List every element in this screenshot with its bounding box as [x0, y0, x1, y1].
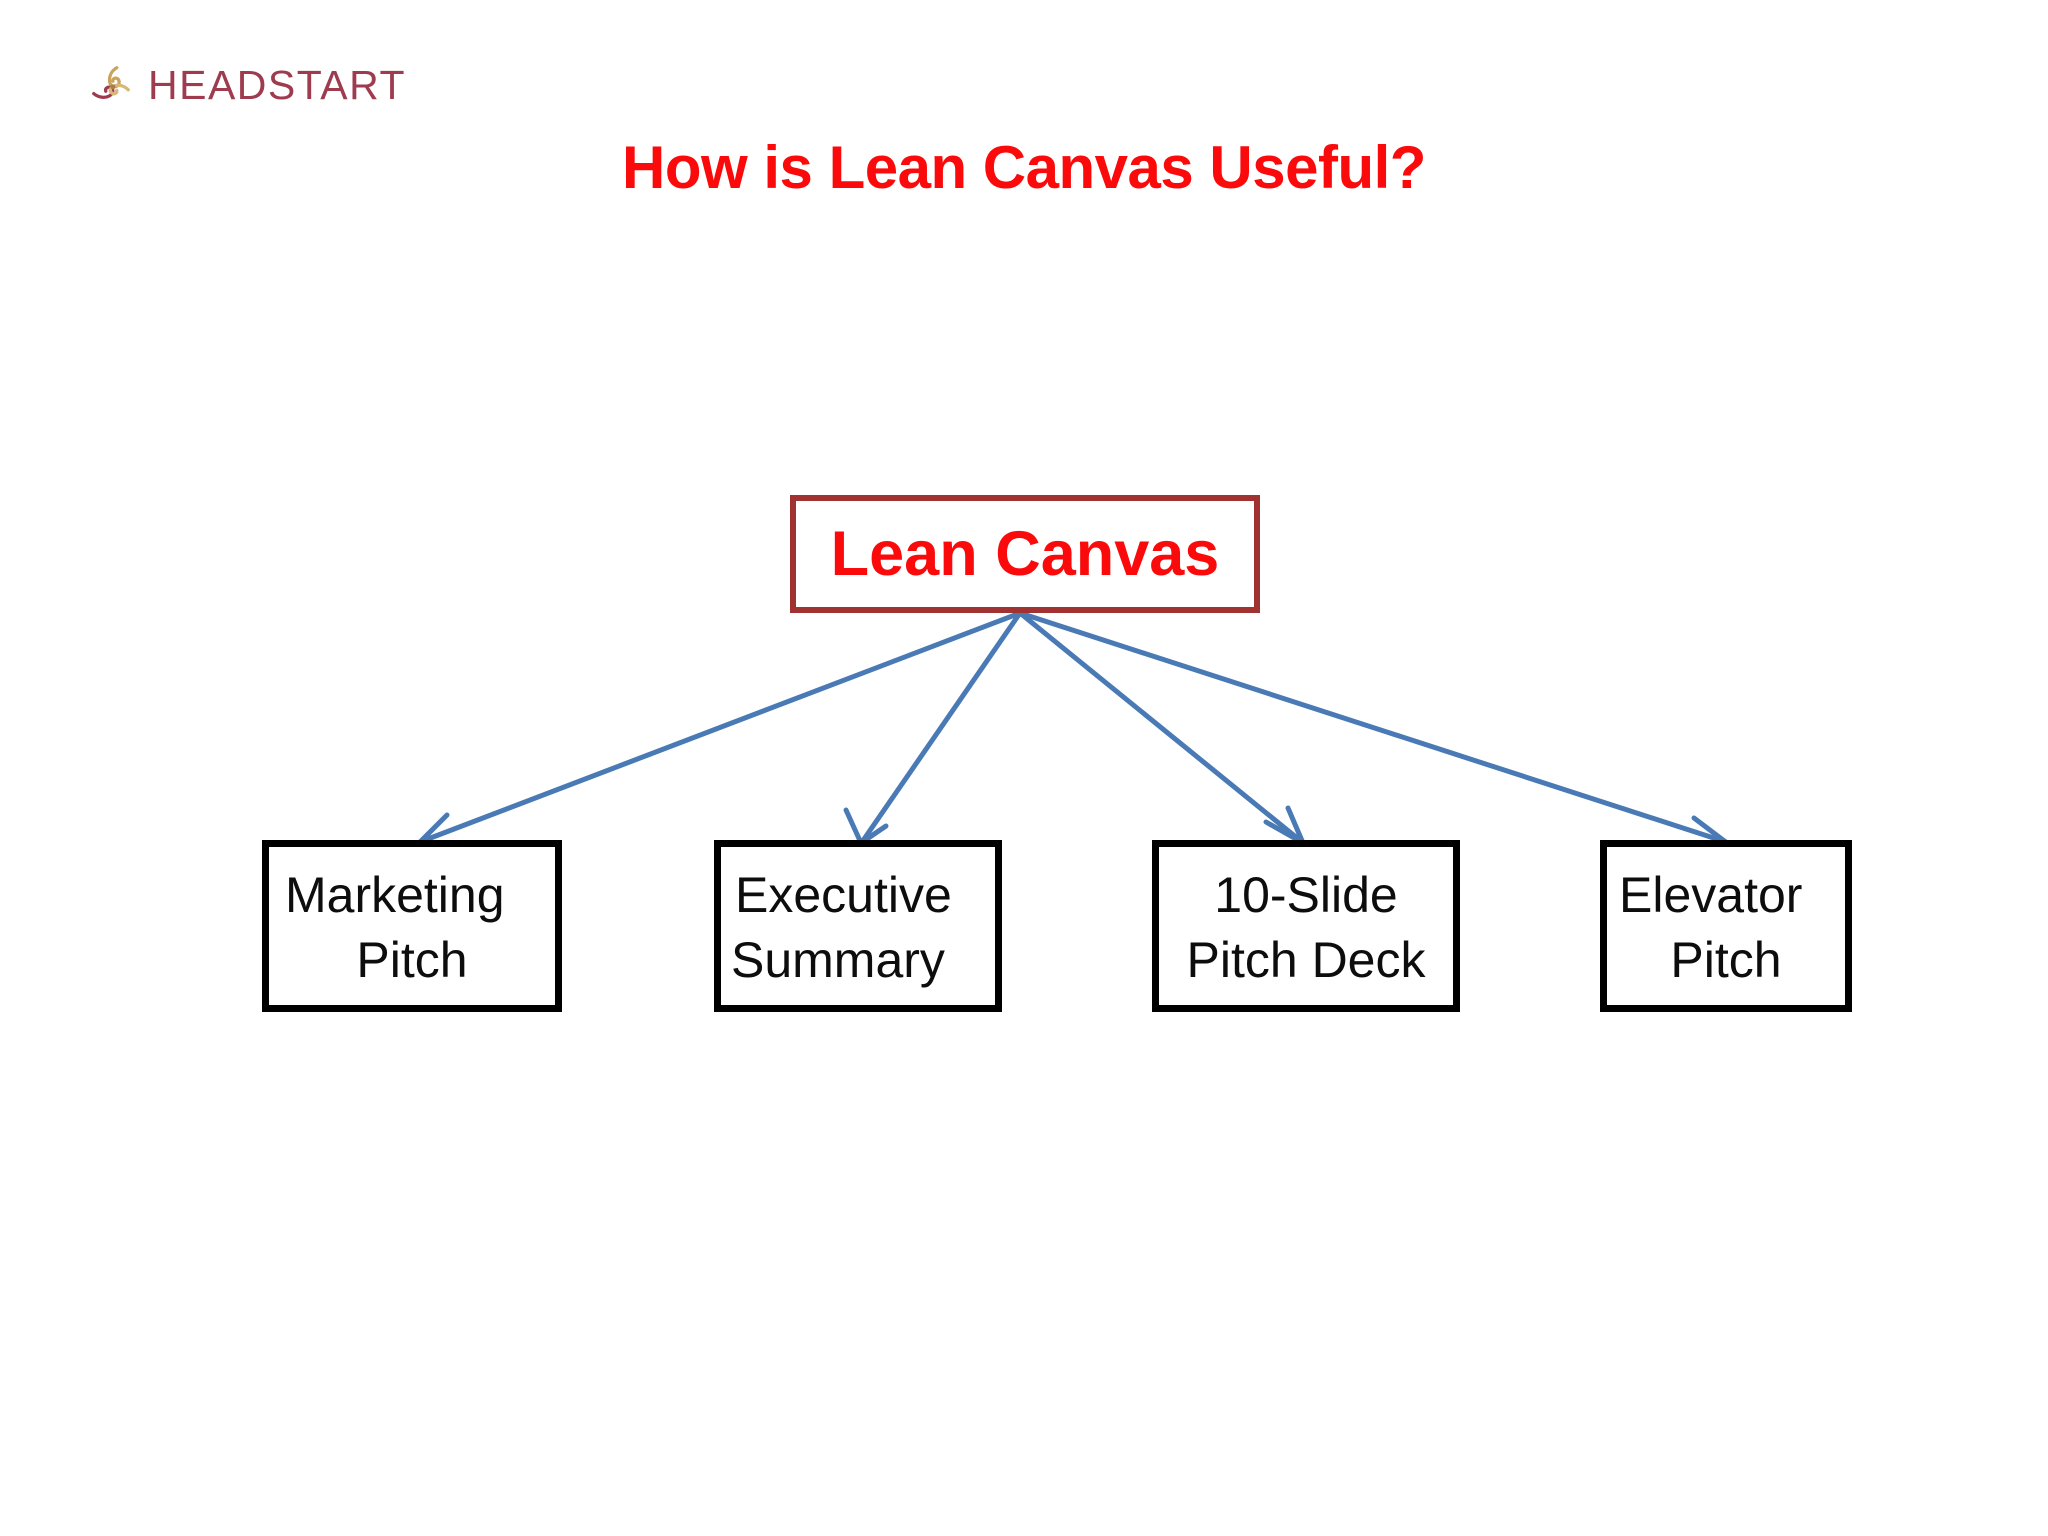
diagram-node-elevator-pitch[interactable]: Elevator Pitch: [1600, 840, 1852, 1012]
diagram-node-lean-canvas[interactable]: Lean Canvas: [790, 495, 1260, 613]
connector-arrow-marketing-pitch: [416, 610, 1023, 854]
diagram-node-label-line2: Pitch: [356, 932, 468, 988]
diagram-node-label: Lean Canvas: [830, 518, 1220, 589]
diagram-node-label-line1: Executive: [735, 867, 952, 923]
headstart-logo-text: HEADSTART: [148, 61, 407, 108]
diagram-node-label-line1: Elevator: [1619, 867, 1803, 923]
diagram-node-label-line1: 10-Slide: [1214, 867, 1398, 923]
diagram-node-label-line2: Pitch Deck: [1186, 932, 1426, 988]
diagram-node-label-line2: Pitch: [1670, 932, 1782, 988]
diagram-node-ten-slide-pitch-deck[interactable]: 10-Slide Pitch Deck: [1152, 840, 1460, 1012]
slide-title: How is Lean Canvas Useful?: [622, 134, 1426, 201]
connector-arrow-executive-summary: [843, 610, 1023, 846]
diagram-node-label-line1: Marketing: [285, 867, 505, 923]
diagram-node-executive-summary[interactable]: Executive Summary: [714, 840, 1002, 1012]
connector-arrow-elevator-pitch: [1017, 610, 1730, 854]
connector-arrow-ten-slide-pitch-deck: [1017, 610, 1306, 846]
diagram-node-label-line2: Summary: [731, 932, 945, 988]
headstart-logo: HEADSTART: [88, 56, 406, 114]
pinwheel-swirl-icon: [92, 66, 130, 99]
diagram-node-marketing-pitch[interactable]: Marketing Pitch: [262, 840, 562, 1012]
